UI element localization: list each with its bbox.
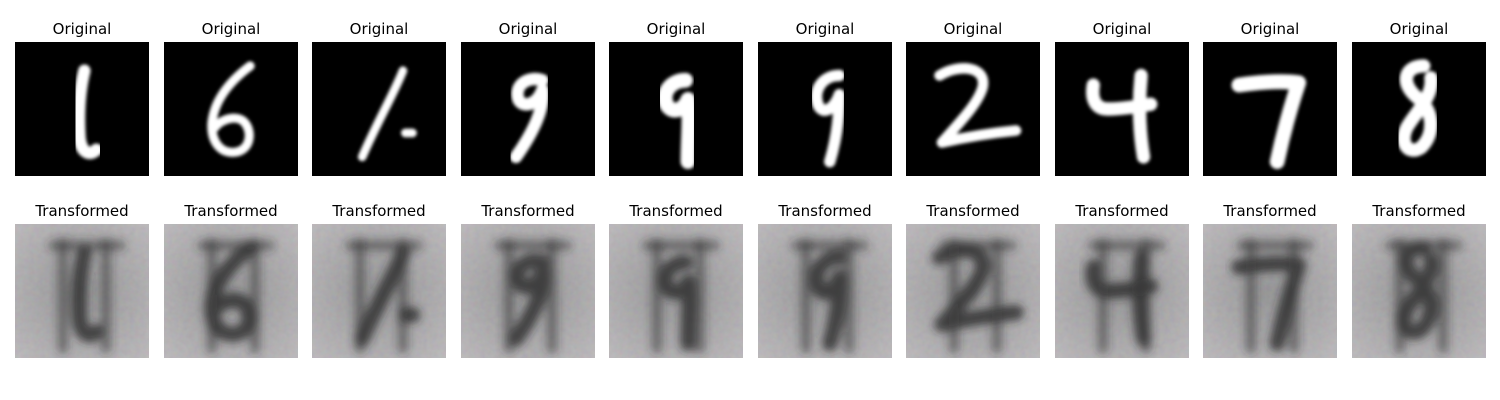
transformed-digit-image [906, 224, 1040, 358]
transformed-digit-image [312, 224, 446, 358]
original-digit-image [609, 42, 743, 176]
original-digit-image [164, 42, 298, 176]
transformed-digit-image [609, 224, 743, 358]
transformed-digit-image [461, 224, 595, 358]
digit-stroke [357, 66, 408, 162]
transformed-panel-title: Transformed [481, 202, 575, 220]
transformed-digit-image [1203, 224, 1337, 358]
original-digit-image [15, 42, 149, 176]
transformed-digit-image [1055, 224, 1189, 358]
transformed-panel-title: Transformed [1075, 202, 1169, 220]
transformed-digit-image [1352, 224, 1486, 358]
digit-stroke [934, 63, 1022, 148]
transformed-panel-title: Transformed [35, 202, 129, 220]
transformed-digit-image [758, 224, 892, 358]
original-panel-title: Original [1240, 20, 1300, 38]
original-panel-title: Original [1389, 20, 1449, 38]
original-digit-image [758, 42, 892, 176]
original-panel-title: Original [52, 20, 112, 38]
original-panel-title: Original [943, 20, 1003, 38]
digit-stroke [809, 249, 848, 352]
original-digit-image [906, 42, 1040, 176]
original-panel-title: Original [498, 20, 558, 38]
digit-stroke [931, 242, 1024, 333]
original-panel-title: Original [1092, 20, 1152, 38]
original-digit-image [1352, 42, 1486, 176]
transformed-panel-title: Transformed [1372, 202, 1466, 220]
digit-stroke [509, 72, 549, 164]
original-digit-image [461, 42, 595, 176]
digit-stroke [1397, 59, 1438, 157]
original-digit-image [1203, 42, 1337, 176]
digit-stroke [207, 61, 255, 157]
transformed-panel-title: Transformed [184, 202, 278, 220]
transformed-panel-title: Transformed [926, 202, 1020, 220]
digit-stroke [508, 253, 551, 347]
digit-stroke [810, 69, 846, 168]
transformed-panel-title: Transformed [778, 202, 872, 220]
transformed-panel-title: Transformed [629, 202, 723, 220]
transformed-digit-image [164, 224, 298, 358]
original-digit-image [312, 42, 446, 176]
original-panel-title: Original [795, 20, 855, 38]
digit-stroke [71, 245, 105, 343]
original-panel-title: Original [646, 20, 706, 38]
transformed-digit-image [15, 224, 149, 358]
digit-stroke [72, 64, 103, 160]
original-panel-title: Original [349, 20, 409, 38]
digit-stroke [1396, 240, 1439, 340]
digit-stroke [1231, 74, 1307, 170]
transformed-panel-title: Transformed [1223, 202, 1317, 220]
digit-stroke [657, 72, 697, 170]
original-panel-title: Original [201, 20, 261, 38]
digit-stroke [1132, 68, 1151, 164]
transformed-panel-title: Transformed [332, 202, 426, 220]
original-digit-image [1055, 42, 1189, 176]
digit-stroke [204, 240, 258, 342]
digit-stroke [657, 254, 697, 352]
